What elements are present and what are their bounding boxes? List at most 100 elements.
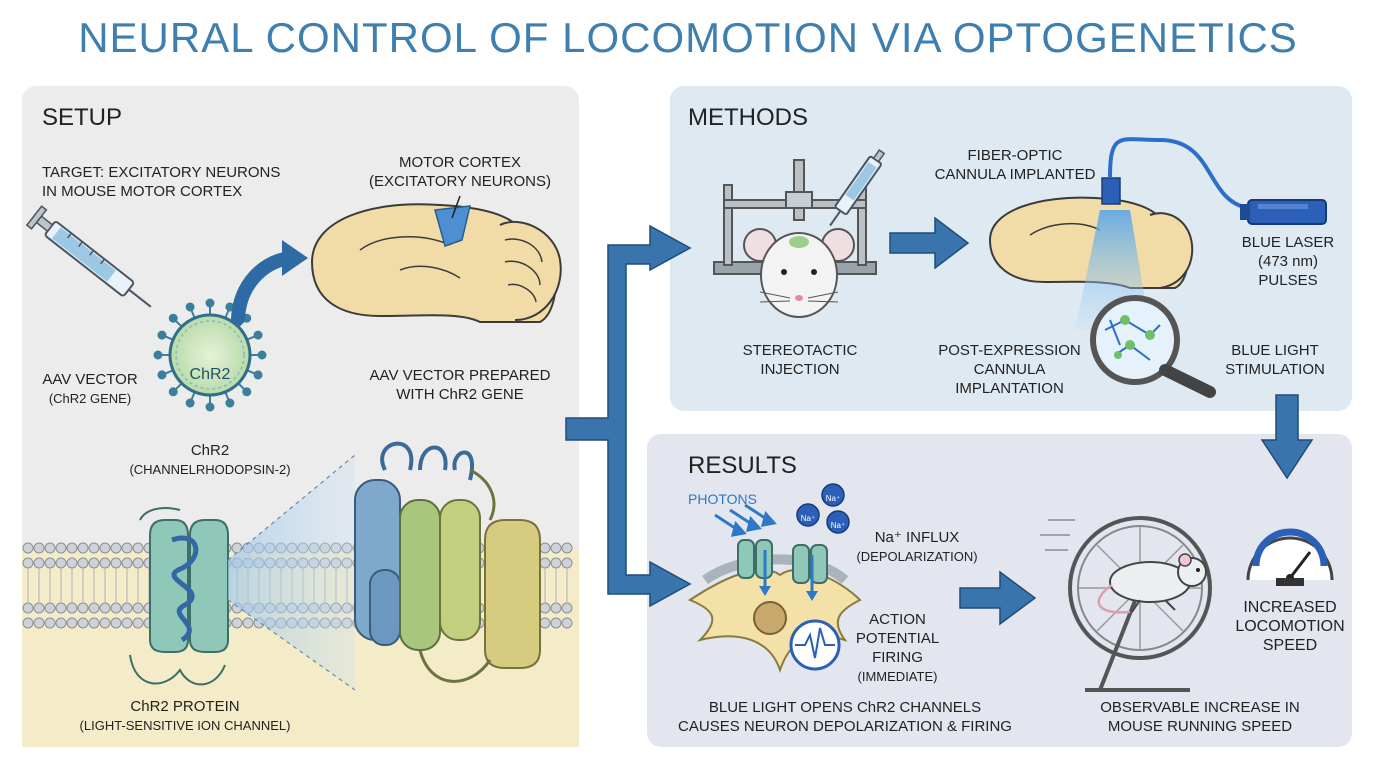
action-potential-icon	[789, 619, 841, 671]
lipid-head	[66, 617, 78, 629]
na-ion-label-2: Na⁺	[825, 494, 841, 503]
virus-spike-tip	[157, 370, 167, 380]
lipid-head	[539, 617, 551, 629]
aav-prepared-line2: WITH ChR2 GENE	[396, 386, 524, 403]
lipid-head	[561, 557, 573, 569]
results-heading: RESULTS	[688, 452, 797, 479]
na-influx-label: Na⁺ INFLUX (DEPOLARIZATION)	[842, 528, 992, 566]
lipid-head	[121, 617, 133, 629]
lipid-head	[121, 542, 133, 554]
aav-vector-line2: (ChR2 GENE)	[48, 391, 132, 406]
lipid-head	[539, 602, 551, 614]
lipid-head	[22, 542, 34, 554]
lipid-head	[99, 602, 111, 614]
blue-laser-label: BLUE LASER (473 nm) PULSES	[1228, 233, 1348, 290]
na-ion-label-3: Na⁺	[830, 521, 846, 530]
virus-spike-tip	[253, 330, 263, 340]
opens-line1: BLUE LIGHT OPENS ChR2 CHANNELS	[708, 699, 982, 716]
arrow-neuron-to-wheel	[959, 570, 1037, 626]
magnifier-icon	[1090, 295, 1216, 398]
lipid-head	[55, 602, 67, 614]
post-expression-label: POST-EXPRESSION CANNULA IMPLANTATION	[922, 341, 1097, 398]
lipid-head	[110, 617, 122, 629]
lipid-head	[22, 557, 34, 569]
aav-vector-label: AAV VECTOR (ChR2 GENE)	[30, 370, 150, 408]
photons-label: PHOTONS	[688, 491, 757, 507]
speed-line2: LOCOMOTION	[1235, 618, 1345, 635]
lipid-head	[550, 557, 562, 569]
na-ion-label-1: Na⁺	[800, 514, 816, 523]
speedometer-icon	[1246, 528, 1334, 586]
arrow-injection-to-implant	[889, 216, 970, 270]
running-mouse-icon	[1097, 553, 1207, 614]
virus-spike-tip	[257, 350, 267, 360]
running-wheel-icon	[1040, 516, 1212, 692]
lipid-head	[561, 617, 573, 629]
lipid-head	[539, 542, 551, 554]
increased-speed-label: INCREASED LOCOMOTION SPEED	[1225, 598, 1355, 655]
influx-line1: Na⁺ INFLUX	[874, 529, 960, 546]
lipid-head	[550, 602, 562, 614]
observable-line1: OBSERVABLE INCREASE IN	[1100, 699, 1300, 716]
virus-spike-tip	[242, 387, 252, 397]
lipid-head	[132, 542, 144, 554]
lipid-head	[88, 542, 100, 554]
stim-line2: STIMULATION	[1225, 361, 1325, 378]
lipid-head	[99, 542, 111, 554]
lipid-head	[22, 617, 34, 629]
lipid-head	[550, 617, 562, 629]
aav-vector-line1: AAV VECTOR	[42, 371, 138, 388]
virus-spike-tip	[157, 330, 167, 340]
observable-increase-label: OBSERVABLE INCREASE IN MOUSE RUNNING SPE…	[1070, 698, 1330, 736]
diagram-title: NEURAL CONTROL OF LOCOMOTION VIA OPTOGEN…	[78, 14, 1298, 61]
lipid-head	[33, 617, 45, 629]
speed-line1: INCREASED	[1243, 599, 1337, 616]
lipid-head	[77, 542, 89, 554]
ap-line4: (IMMEDIATE)	[857, 669, 938, 684]
fiber-line1: FIBER-OPTIC	[967, 147, 1063, 164]
lipid-head	[44, 602, 56, 614]
stim-line1: BLUE LIGHT	[1231, 342, 1319, 359]
virus-spike-tip	[205, 402, 215, 412]
lipid-head	[66, 557, 78, 569]
opens-line2: CAUSES NEURON DEPOLARIZATION & FIRING	[678, 718, 1012, 735]
lipid-head	[77, 557, 89, 569]
lipid-head	[231, 617, 243, 629]
lipid-head	[55, 617, 67, 629]
lipid-head	[99, 557, 111, 569]
lipid-head	[44, 557, 56, 569]
laser-line3: PULSES	[1258, 272, 1318, 289]
setup-heading: SETUP	[42, 104, 123, 131]
lipid-head	[33, 602, 45, 614]
virus-spike-tip	[168, 387, 178, 397]
observable-line2: MOUSE RUNNING SPEED	[1107, 718, 1293, 735]
virus-spike-tip	[225, 398, 235, 408]
blue-laser-icon	[1240, 199, 1327, 225]
protein-label: ChR2 PROTEIN (LIGHT-SENSITIVE ION CHANNE…	[50, 697, 320, 735]
zoom-cone	[227, 454, 356, 691]
methods-heading: METHODS	[688, 104, 808, 131]
virus-spike-tip	[185, 398, 195, 408]
post-line3: IMPLANTATION	[955, 380, 1064, 397]
ap-line2: POTENTIAL	[855, 630, 940, 647]
stereo-line2: INJECTION	[760, 361, 840, 378]
flow-arrow-split	[565, 224, 692, 608]
lipid-head	[550, 542, 562, 554]
laser-line1: BLUE LASER	[1241, 234, 1335, 251]
lipid-head	[132, 602, 144, 614]
lipid-head	[77, 617, 89, 629]
fiber-optic-label: FIBER-OPTIC CANNULA IMPLANTED	[920, 146, 1110, 184]
virus-spike-tip	[205, 298, 215, 308]
neuron-cell-icon	[687, 539, 862, 674]
lipid-head	[561, 542, 573, 554]
motor-cortex-line2: (EXCITATORY NEURONS)	[369, 173, 551, 190]
lipid-head	[99, 617, 111, 629]
sodium-ion-icons	[796, 483, 850, 534]
speed-line3: SPEED	[1262, 637, 1318, 654]
chr2-label: ChR2 (CHANNELRHODOPSIN-2)	[110, 441, 310, 479]
influx-line2: (DEPOLARIZATION)	[856, 549, 978, 564]
aav-prepared-line1: AAV VECTOR PREPARED	[369, 367, 551, 384]
mouse-head-icon	[743, 228, 855, 318]
virus-spike-tip	[253, 370, 263, 380]
lipid-head	[132, 557, 144, 569]
